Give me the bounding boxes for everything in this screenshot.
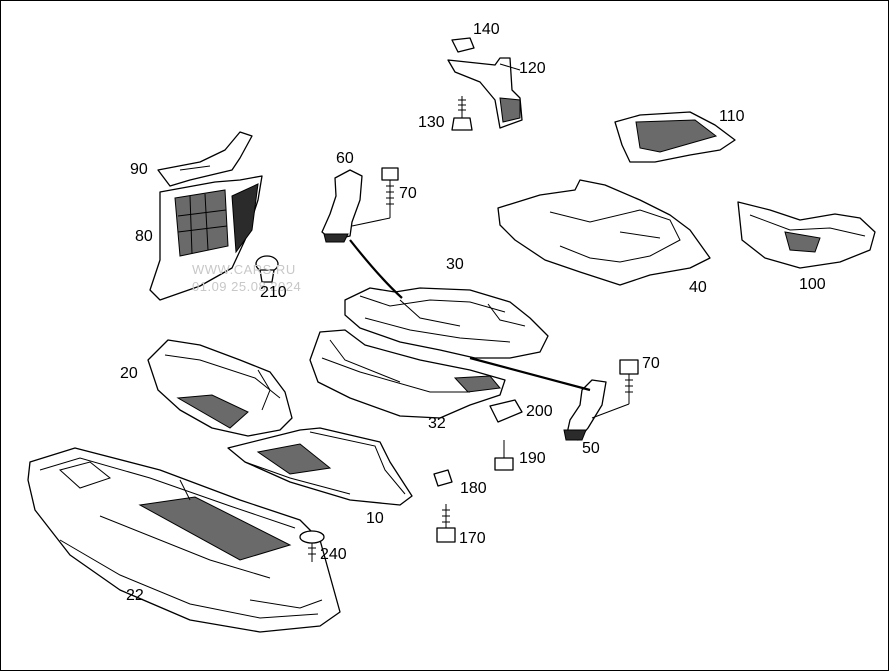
part-60-duct (321, 169, 363, 243)
callout-170: 170 (459, 530, 486, 547)
callout-130: 130 (418, 114, 445, 131)
part-70-bolt-upper (381, 167, 399, 218)
part-40-rear-panel (497, 179, 711, 286)
callout-180: 180 (460, 480, 487, 497)
callout-60: 60 (336, 150, 354, 167)
part-140-clip (451, 37, 475, 53)
callout-70-upper: 70 (399, 185, 417, 202)
callout-70-lower: 70 (642, 355, 660, 372)
part-50-duct (563, 379, 607, 441)
part-240-screw (299, 530, 325, 562)
callout-32: 32 (428, 415, 446, 432)
callout-50: 50 (582, 440, 600, 457)
callout-20: 20 (120, 365, 138, 382)
part-80-heat-shield (149, 175, 263, 301)
callout-140: 140 (473, 21, 500, 38)
callout-30: 30 (446, 256, 464, 273)
part-210-push-clip (255, 255, 279, 283)
callout-90: 90 (130, 161, 148, 178)
callout-100: 100 (799, 276, 826, 293)
watermark-date: 01.09 25.08.2024 (192, 279, 302, 294)
callout-210: 210 (260, 284, 287, 301)
part-90-top-bracket (157, 131, 253, 187)
callout-110: 110 (719, 108, 745, 125)
watermark-site: WWW.CARS.RU (192, 262, 296, 277)
part-32-lower-center-pan (309, 329, 506, 419)
leader-lines (349, 63, 630, 419)
part-190-screw (494, 440, 514, 471)
callout-200: 200 (526, 403, 553, 420)
part-200-clip-nut (489, 399, 523, 423)
callout-190: 190 (519, 450, 546, 467)
part-120-bracket (447, 57, 523, 129)
part-70-bolt-lower (619, 359, 639, 404)
callout-240: 240 (320, 546, 347, 563)
part-10-center-panel (227, 427, 413, 506)
callout-40: 40 (689, 279, 707, 296)
callout-22: 22 (126, 587, 144, 604)
callout-80: 80 (135, 228, 153, 245)
part-170-screw (436, 504, 456, 543)
part-180-clip (433, 469, 453, 487)
part-100-right-rear-panel (737, 201, 876, 269)
part-30-upper-center-pan (344, 287, 549, 359)
callout-120: 120 (519, 60, 546, 77)
part-110-right-upper-shield (614, 111, 736, 163)
callout-10: 10 (366, 510, 384, 527)
part-22-front-underbody-panel (27, 447, 341, 633)
part-130-bolt (451, 96, 473, 131)
part-20-splash-shield (147, 339, 293, 437)
